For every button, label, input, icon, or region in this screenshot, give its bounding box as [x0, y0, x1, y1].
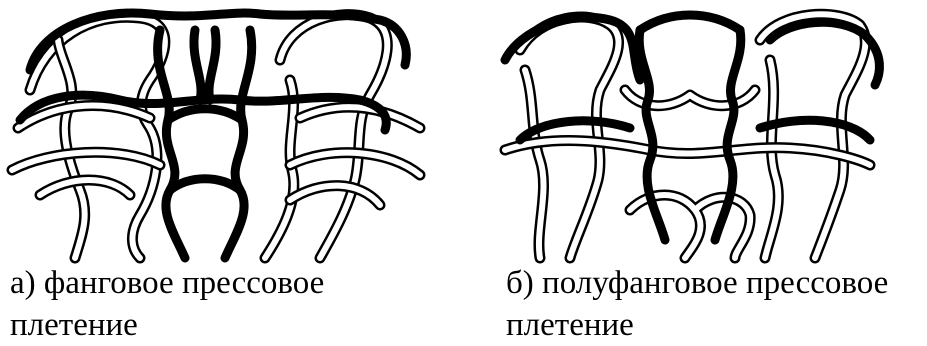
plain-yarn-right-wale — [265, 15, 387, 258]
caption-full-cardigan: а) фанговое прессовое плетение — [10, 262, 460, 346]
caption-b-line2: плетение — [506, 304, 927, 346]
highlight-yarn-center-wale — [158, 30, 252, 258]
diagram-half-cardigan: б) полуфанговое прессовое плетение — [480, 0, 927, 335]
caption-b-line1: б) полуфанговое прессовое — [506, 262, 927, 304]
knit-diagram-b — [480, 0, 927, 260]
caption-a-line2: плетение — [10, 304, 460, 346]
caption-half-cardigan: б) полуфанговое прессовое плетение — [506, 262, 927, 346]
plain-yarn-left-wale — [30, 17, 165, 258]
caption-a-line1: а) фанговое прессовое — [10, 262, 460, 304]
diagram-full-cardigan: а) фанговое прессовое плетение — [0, 0, 460, 335]
knit-diagram-a — [0, 0, 460, 260]
plain-course-row — [505, 141, 870, 165]
